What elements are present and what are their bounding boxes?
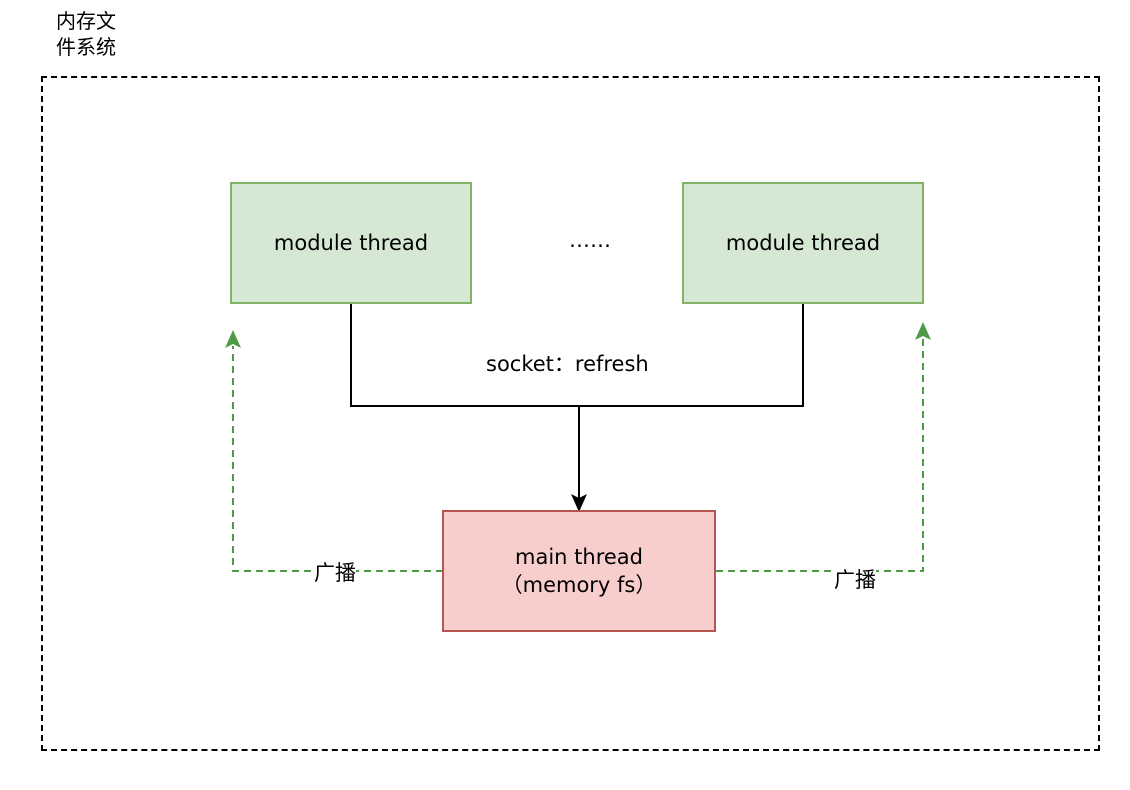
socket-edge-label: socket：refresh bbox=[486, 352, 649, 376]
broadcast-arrowhead-left bbox=[225, 330, 241, 348]
broadcast-edge-left bbox=[232, 346, 443, 572]
module-thread-left-node[interactable]: module thread bbox=[230, 182, 472, 304]
memory-fs-container bbox=[41, 76, 1100, 751]
broadcast-arrowhead-right bbox=[915, 322, 931, 340]
broadcast-edge-right bbox=[716, 338, 924, 572]
module-thread-left-label: module thread bbox=[273, 231, 429, 255]
module-thread-right-node[interactable]: module thread bbox=[682, 182, 924, 304]
socket-arrowhead bbox=[571, 494, 587, 512]
socket-edge-left bbox=[350, 303, 580, 500]
module-thread-right-label: module thread bbox=[725, 231, 881, 255]
main-thread-label: main thread（memory fs） bbox=[501, 545, 657, 597]
socket-edge-right bbox=[579, 303, 804, 407]
ellipsis-label: …… bbox=[569, 228, 611, 252]
container-title: 内存文 件系统 bbox=[56, 9, 116, 59]
broadcast-label-right: 广播 bbox=[834, 566, 876, 594]
main-thread-node[interactable]: main thread（memory fs） bbox=[442, 510, 716, 632]
broadcast-label-left: 广播 bbox=[314, 559, 356, 587]
